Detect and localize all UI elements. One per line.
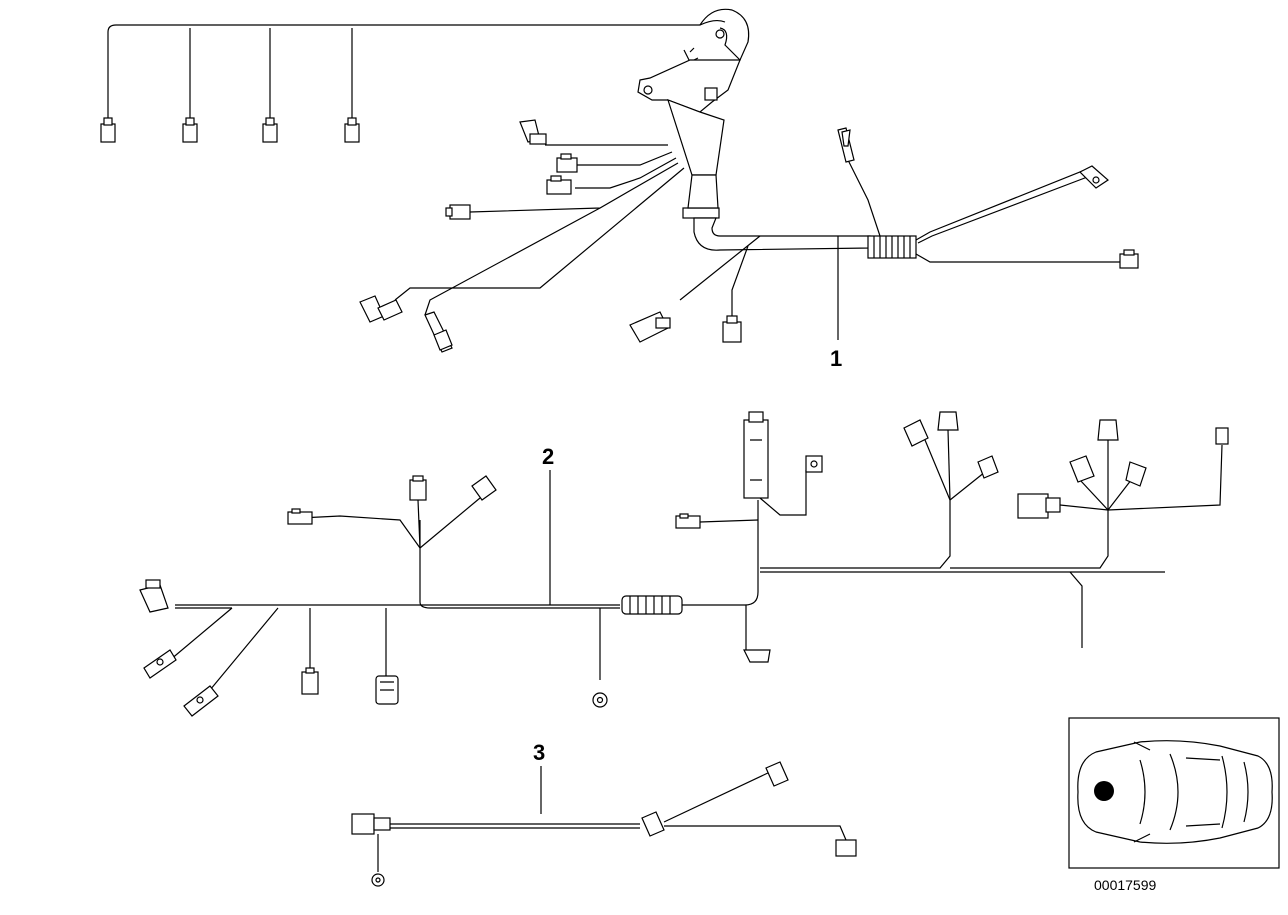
connector-upper-2: [556, 153, 578, 173]
connector-right-star-5: [1215, 427, 1229, 445]
injector-connector-3: [262, 117, 278, 143]
sensor-connector-3: [143, 649, 177, 679]
ring-terminal-2: [371, 873, 385, 887]
corrugated-conduit-2: [621, 595, 683, 615]
wiring-harness-3[interactable]: [351, 761, 857, 887]
connector-star-6: [977, 455, 999, 479]
callout-label-2: 2: [542, 444, 554, 469]
connector-right-star-2: [1097, 419, 1119, 441]
sensor-connector-2: [424, 311, 453, 353]
connector-lower-1: [629, 311, 671, 343]
callout-3[interactable]: 3: [533, 740, 545, 765]
callout-label-1: 1: [830, 346, 842, 371]
connector-star-1: [287, 508, 313, 525]
connector-upper-1: [519, 119, 547, 145]
connector-h3-left: [351, 813, 391, 835]
corrugated-conduit-1: [867, 235, 917, 259]
relay-box: [743, 411, 769, 499]
connector-lower-2: [722, 315, 742, 343]
document-number: 00017599: [1094, 877, 1157, 893]
ground-connector-3: [743, 649, 771, 663]
connector-star-3: [471, 475, 497, 501]
injector-connector-1: [100, 117, 116, 143]
grommet-h3: [641, 811, 665, 837]
connector-star-4: [903, 419, 929, 447]
wiring-harness-1[interactable]: [100, 8, 1139, 353]
connector-bottom-1: [301, 667, 319, 695]
connector-right-star-4: [1017, 493, 1061, 519]
sensor-connector-1: [837, 127, 855, 163]
connector-upper-5: [359, 295, 403, 323]
connector-left-elbow: [139, 579, 169, 613]
connector-mid-1: [675, 513, 701, 529]
connector-star-2: [409, 475, 427, 501]
injector-connector-4: [344, 117, 360, 143]
connector-upper-3: [546, 175, 572, 195]
connector-star-5: [937, 411, 959, 431]
callout-1[interactable]: 1: [830, 346, 842, 371]
car-top-view-icon: [1077, 740, 1273, 844]
connector-right-1: [1119, 249, 1139, 269]
callout-label-3: 3: [533, 740, 545, 765]
connector-right-star-3: [1125, 461, 1147, 487]
ground-connector-1: [1078, 165, 1109, 189]
wiring-harness-2[interactable]: [139, 411, 1229, 717]
connector-upper-4: [445, 204, 471, 220]
car-location-inset: [1068, 717, 1280, 869]
sensor-connector-4: [183, 685, 219, 717]
connector-bottom-2: [375, 675, 399, 705]
connector-right-star-1: [1069, 455, 1095, 483]
ground-connector-2: [805, 455, 823, 473]
ring-terminal-1: [592, 692, 608, 708]
callout-2[interactable]: 2: [542, 444, 554, 469]
injector-connector-2: [182, 117, 198, 143]
connector-h3-upper: [765, 761, 789, 787]
connector-h3-right: [835, 839, 857, 857]
